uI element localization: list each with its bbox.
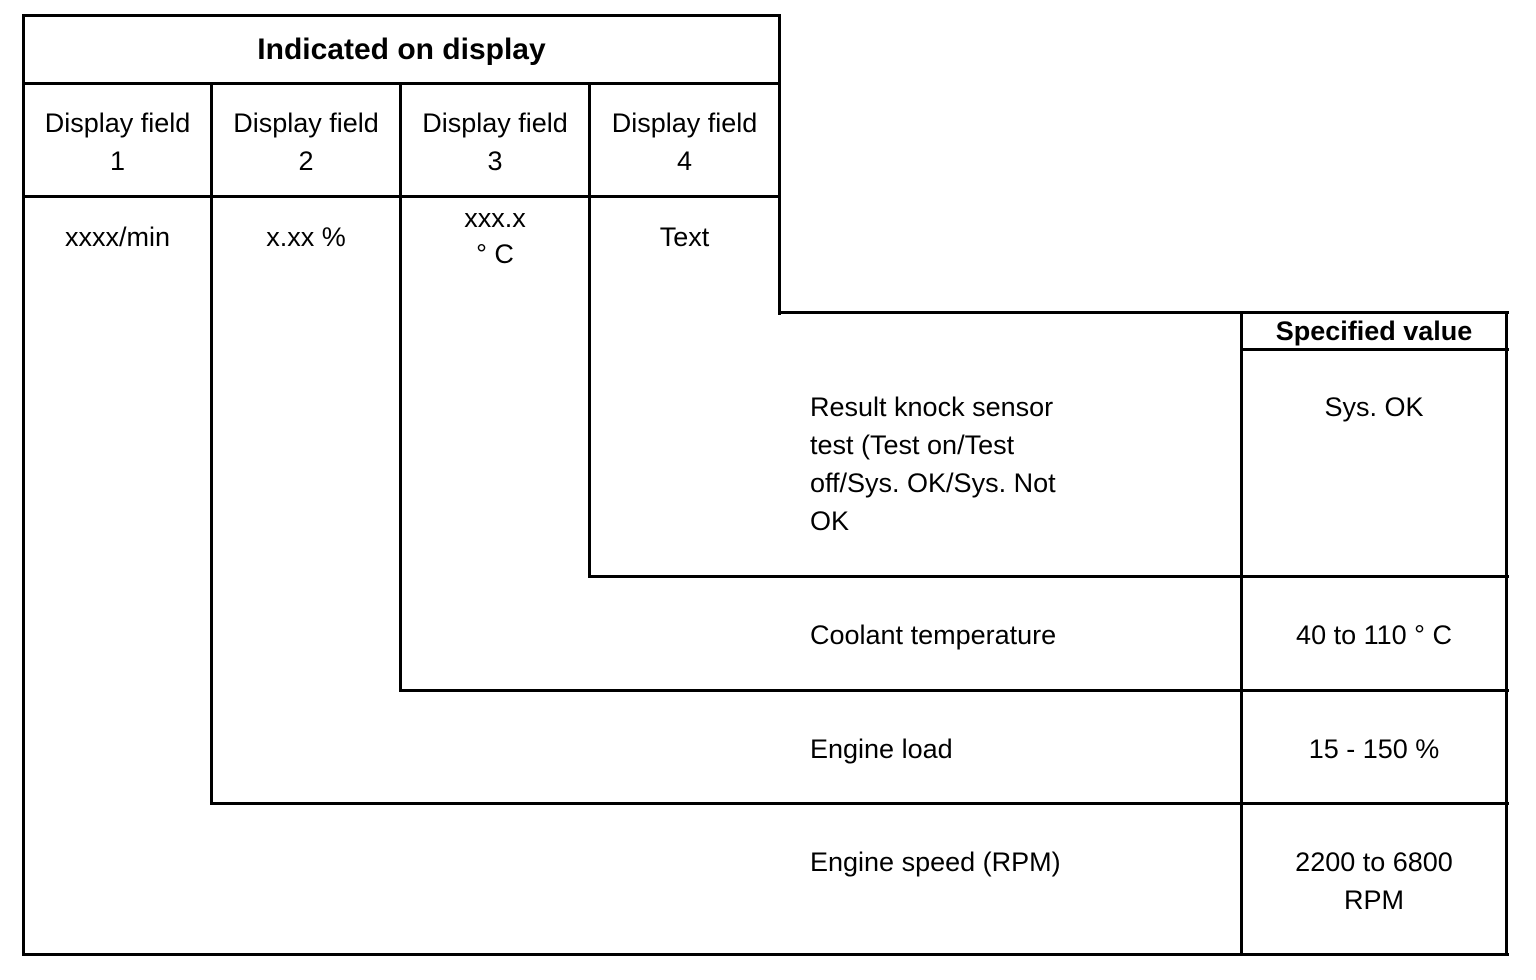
knock-sensor-specified-value: Sys. OK (1324, 392, 1424, 422)
display-field-3-value: xxx.x ° C (402, 200, 588, 272)
knock-sensor-description-line4: OK (810, 506, 850, 536)
engine-load-specified-value: 15 - 150 % (1308, 734, 1440, 764)
display-field-2-label-text: Display field (233, 108, 379, 138)
display-field-3-value-line2: ° C (476, 239, 514, 269)
display-field-3-number: 3 (487, 146, 503, 176)
display-field-3-label-text: Display field (422, 108, 568, 138)
upper-border-right (778, 14, 781, 315)
display-field-1-number: 1 (109, 146, 126, 176)
knock-sensor-description-line1: Result knock sensor (810, 392, 1054, 422)
display-field-4-label-text: Display field (611, 108, 758, 138)
spec-header-underline (1240, 348, 1509, 351)
field-3-right-line (588, 82, 591, 578)
coolant-temperature-specified-value: 40 to 110 ° C (1296, 620, 1452, 650)
row-separator-coolant (399, 689, 1509, 692)
field-1-right-line (210, 82, 213, 805)
table-border-top (22, 14, 781, 17)
display-field-3-value-line1: xxx.x (464, 203, 526, 233)
step-border (778, 311, 1509, 314)
knock-sensor-description-line2: test (Test on/Test (810, 430, 1015, 460)
row-separator-knock (588, 575, 1509, 578)
display-field-1-label-text: Display field (44, 108, 191, 138)
table-border-right (1505, 311, 1508, 956)
display-field-3-label: Display field 3 (402, 104, 588, 180)
display-field-2-value: x.xx % (266, 222, 346, 252)
table-border-bottom (22, 953, 1509, 956)
display-field-1-label: Display field 1 (25, 104, 210, 180)
specified-value-header: Specified value (1275, 316, 1473, 346)
engine-speed-specified-value-line2: RPM (1344, 885, 1404, 915)
coolant-temperature-description: Coolant temperature (810, 620, 1057, 650)
display-field-2-label: Display field 2 (213, 104, 399, 180)
knock-sensor-description-line3: off/Sys. OK/Sys. Not (810, 468, 1056, 498)
spec-column-left-line (1240, 311, 1243, 956)
display-field-4-value: Text (659, 222, 710, 252)
knock-sensor-description: Result knock sensor test (Test on/Test o… (810, 388, 1056, 540)
display-field-2-number: 2 (298, 146, 314, 176)
table-title: Indicated on display (257, 33, 546, 66)
display-field-4-number: 4 (676, 146, 693, 176)
engine-speed-specified-value-line1: 2200 to 6800 (1295, 847, 1453, 877)
display-field-1-value: xxxx/min (64, 222, 170, 252)
field-2-right-line (399, 82, 402, 692)
engine-speed-description: Engine speed (RPM) (810, 847, 1061, 877)
display-field-4-label: Display field 4 (591, 104, 778, 180)
engine-speed-specified-value: 2200 to 6800 RPM (1243, 843, 1505, 919)
row-separator-load (210, 802, 1509, 805)
engine-load-description: Engine load (810, 734, 953, 764)
table-border-left (22, 14, 25, 956)
